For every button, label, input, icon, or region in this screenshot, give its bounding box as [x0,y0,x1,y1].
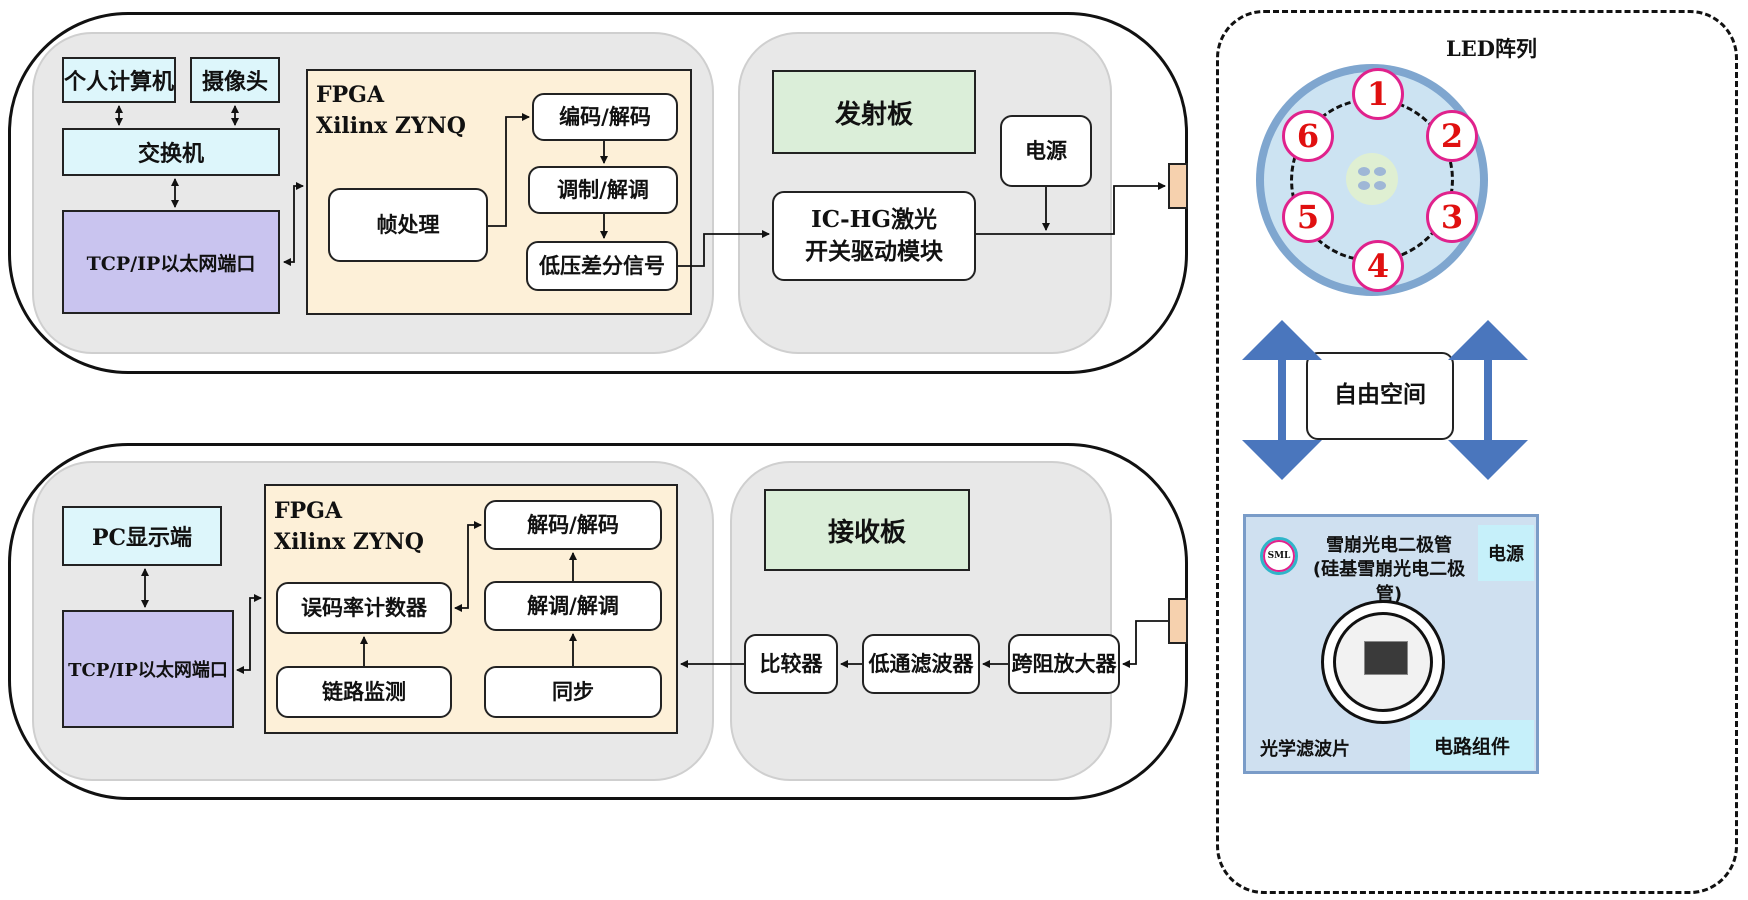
rx-decode-label: 解码/解码 [527,512,619,537]
led-center-dot [1358,167,1370,176]
tx-laser-driver: IC-HG激光 开关驱动模块 [772,191,976,281]
tx-lvds: 低压差分信号 [526,241,678,291]
tx-ethernet-label: TCP/IP以太网端口 [86,252,256,275]
tx-pc-label: 个人计算机 [64,70,175,95]
rx-tia: 跨阻放大器 [1008,634,1120,694]
tx-camera-box: 摄像头 [190,57,280,103]
led-6: 6 [1282,110,1334,162]
tx-modulate-label: 调制/解调 [557,177,649,202]
led-4: 4 [1352,240,1404,292]
rx-demodulate: 解调/解调 [484,581,662,631]
led-4-number: 4 [1366,247,1390,285]
led-2-number: 2 [1440,117,1464,155]
led-center-dot [1358,181,1370,190]
rx-ber-label: 误码率计数器 [301,595,427,620]
photodiode-chip [1364,641,1408,675]
tx-power-box: 电源 [1000,115,1092,187]
link-connector-tia [1122,620,1168,668]
tx-connector [1168,163,1188,209]
apd-title: 雪崩光电二极管 (硅基雪崩光电二极管) [1302,534,1476,607]
rx-comparator: 比较器 [744,634,838,694]
free-space-label: 自由空间 [1334,382,1426,409]
rx-board-label: 接收板 [827,517,906,548]
tx-encode-label: 编码/解码 [559,104,651,129]
led-6-number: 6 [1296,117,1320,155]
apd-title-line1: 雪崩光电二极管 [1326,535,1452,556]
rx-lpf-label: 低通滤波器 [868,651,974,676]
link-frame-encode [488,113,530,227]
rx-board-title: 接收板 [764,489,970,571]
rx-fpga-title: FPGA Xilinx ZYNQ [274,496,424,558]
rx-link-label: 链路监测 [322,679,406,704]
led-1-number: 1 [1366,75,1390,113]
link-lvds-driver [678,230,770,267]
rx-comparator-label: 比较器 [759,651,823,676]
tx-driver-line1: IC-HG激光 [811,205,937,233]
rx-tia-label: 跨阻放大器 [1011,651,1117,676]
tx-fpga-title: FPGA Xilinx ZYNQ [316,80,466,142]
tx-power-label: 电源 [1025,138,1067,163]
tx-board-title: 发射板 [772,70,976,154]
rx-ber-counter: 误码率计数器 [276,582,452,634]
led-1: 1 [1352,68,1404,120]
tx-driver-line2: 开关驱动模块 [805,239,943,265]
tx-board-label: 发射板 [834,99,913,130]
link-rxeth-fpga [236,594,262,674]
link-driver-connector [976,182,1166,235]
tx-lvds-label: 低压差分信号 [539,253,665,278]
led-3: 3 [1426,191,1478,243]
rx-sync: 同步 [484,666,662,718]
tx-encode-decode: 编码/解码 [532,93,678,141]
led-center-chip [1346,153,1398,205]
rx-sync-label: 同步 [552,679,594,704]
sml-logo: SML [1260,537,1298,575]
rx-ethernet-label: TCP/IP以太网端口 [68,660,228,681]
link-eth-fpga [283,182,304,266]
link-ber-decode [454,521,482,612]
rx-link-monitor: 链路监测 [276,666,452,718]
led-center-dot [1374,167,1386,176]
led-array-label: LED阵列 [1446,36,1537,61]
rx-pc-label: PC显示端 [91,525,193,551]
right-dashed-frame [1216,10,1738,894]
apd-title-line2: (硅基雪崩光电二极管) [1312,559,1466,605]
tx-switch-label: 交换机 [137,142,204,167]
rx-demod-label: 解调/解调 [527,593,619,618]
led-center-dot [1374,181,1386,190]
tx-switch-box: 交换机 [62,128,280,176]
led-2: 2 [1426,110,1478,162]
led-5-number: 5 [1296,198,1320,236]
detector-power-box: 电源 [1478,525,1534,581]
tx-pc-box: 个人计算机 [62,57,176,103]
rx-connector [1168,598,1188,644]
tx-fpga-title-line2: Xilinx ZYNQ [316,112,466,139]
tx-fpga-title-line1: FPGA [316,82,385,108]
rx-pc-display-box: PC显示端 [62,506,222,566]
rx-fpga-title-line2: Xilinx ZYNQ [274,528,424,555]
rx-ethernet-port: TCP/IP以太网端口 [62,610,234,728]
tx-camera-label: 摄像头 [201,70,268,95]
rx-decode: 解码/解码 [484,500,662,550]
detector-power-label: 电源 [1488,544,1524,565]
sml-logo-text: SML [1263,540,1295,572]
tx-modulate-demodulate: 调制/解调 [528,166,678,214]
optical-filter-label: 光学滤波片 [1260,739,1350,760]
tx-frame-processing: 帧处理 [328,188,488,262]
circuit-assembly-label: 电路组件 [1433,735,1510,758]
tx-frame-label: 帧处理 [376,212,440,237]
rx-fpga-title-line1: FPGA [274,498,343,524]
led-5: 5 [1282,191,1334,243]
rx-lowpass-filter: 低通滤波器 [862,634,980,694]
tx-ethernet-port: TCP/IP以太网端口 [62,210,280,314]
circuit-assembly-box: 电路组件 [1410,720,1534,770]
led-3-number: 3 [1440,198,1464,236]
